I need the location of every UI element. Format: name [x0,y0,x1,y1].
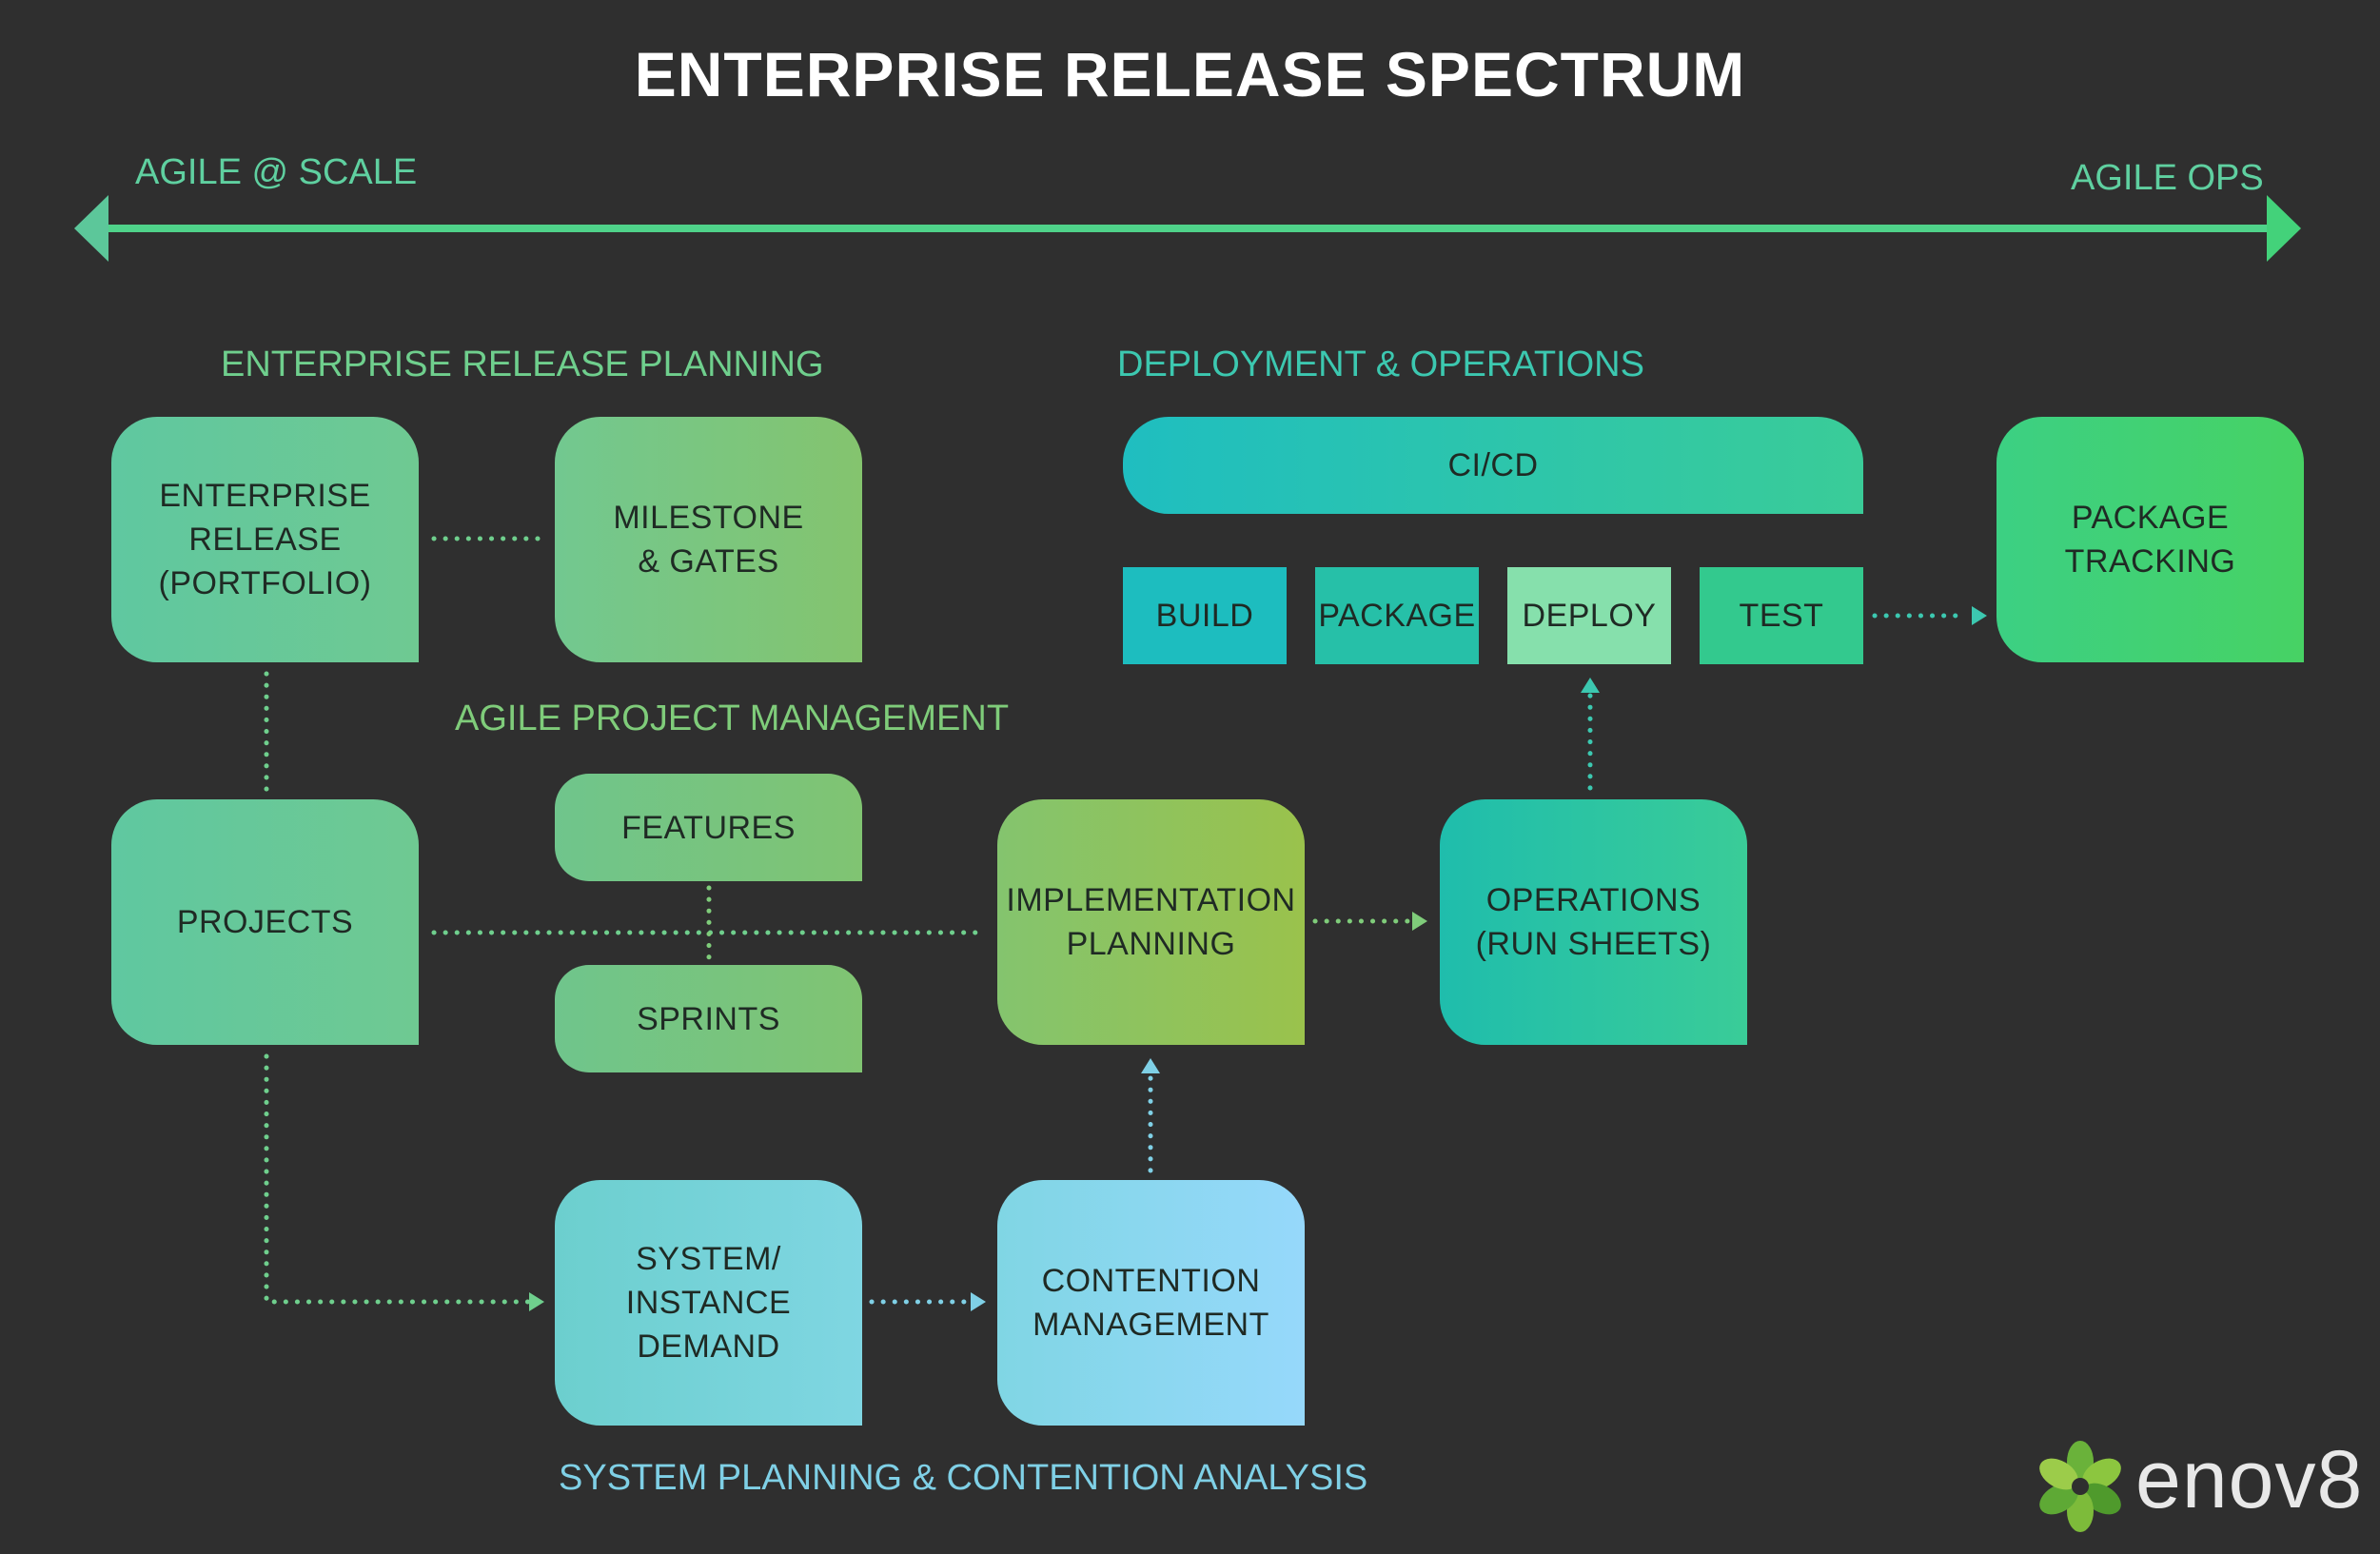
logo-text: enov8 [2135,1434,2364,1525]
node-system-instance-demand: SYSTEM/ INSTANCE DEMAND [555,1180,862,1426]
node-package-tracking: PACKAGE TRACKING [1996,417,2304,662]
node-sprints: SPRINTS [555,965,862,1072]
section-agile-project-management: AGILE PROJECT MANAGEMENT [455,698,1010,738]
node-projects: PROJECTS [111,799,419,1045]
enov8-logo: enov8 [2033,1434,2375,1544]
node-deploy: DEPLOY [1507,567,1671,664]
node-implementation-planning: IMPLEMENTATION PLANNING [997,799,1305,1045]
agile-ops-label: AGILE OPS [2071,158,2264,198]
section-enterprise-release-planning: ENTERPRISE RELEASE PLANNING [221,344,824,384]
arrowheads [529,606,1987,1311]
node-contention-management: CONTENTION MANAGEMENT [997,1180,1305,1426]
section-system-planning: SYSTEM PLANNING & CONTENTION ANALYSIS [559,1458,1368,1498]
flower-logo-icon [2039,1441,2121,1532]
node-enterprise-release: ENTERPRISE RELEASE (PORTFOLIO) [111,417,419,662]
node-operations: OPERATIONS (RUN SHEETS) [1440,799,1747,1045]
page-title: ENTERPRISE RELEASE SPECTRUM [634,39,1746,109]
node-build: BUILD [1123,567,1287,664]
spectrum-double-arrow [74,195,2301,262]
connector-projects-system-demand [264,1053,532,1305]
section-deployment-operations: DEPLOYMENT & OPERATIONS [1117,344,1644,384]
node-package: PACKAGE [1315,567,1479,664]
node-features: FEATURES [555,774,862,881]
node-ci-cd: CI/CD [1123,417,1863,514]
node-milestone-gates: MILESTONE & GATES [555,417,862,662]
node-test: TEST [1700,567,1863,664]
agile-at-scale-label: AGILE @ SCALE [135,152,418,192]
